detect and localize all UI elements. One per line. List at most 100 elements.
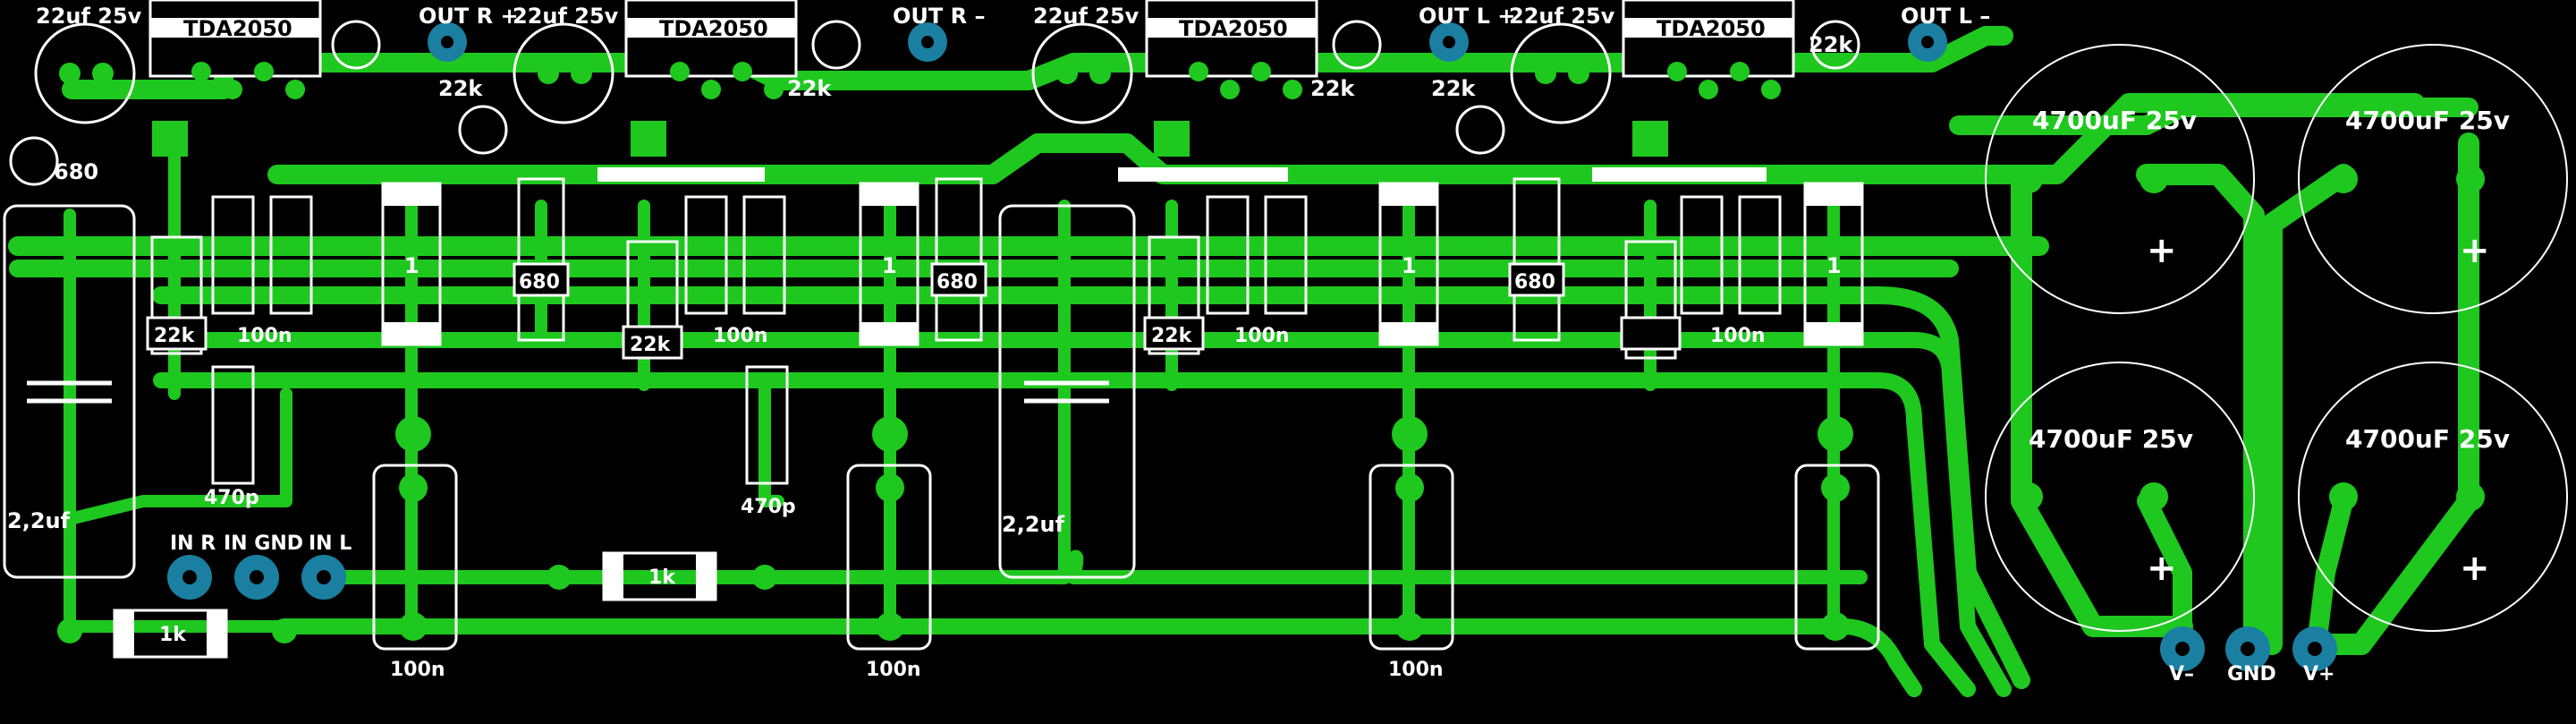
terminal-in-l: IN L bbox=[301, 532, 352, 600]
power-trace bbox=[1949, 98, 2479, 135]
resistor-label: 1k bbox=[648, 566, 676, 589]
resistor-label: 22k bbox=[1310, 76, 1355, 101]
ic-label: TDA2050 bbox=[183, 16, 292, 41]
pad-ring bbox=[9, 136, 59, 186]
cap-4700uf-3: 4700uF 25v + bbox=[1985, 362, 2255, 632]
power-trace bbox=[2307, 491, 2353, 654]
resistor-22k-4 bbox=[1624, 240, 1677, 360]
cap-label: 100n bbox=[866, 659, 921, 681]
cap-label: 4700uF 25v bbox=[2345, 424, 2510, 454]
polarity-plus: + bbox=[2147, 548, 2177, 589]
ic-tda2050-1: TDA2050 bbox=[148, 0, 322, 157]
resistor-label: 22k bbox=[1151, 325, 1193, 347]
cap-470p bbox=[745, 365, 789, 485]
pad-ring bbox=[331, 20, 381, 70]
terminal-out-l-plus: OUT L + bbox=[1419, 4, 1515, 62]
resistor-label: 680 bbox=[54, 159, 98, 184]
trace bbox=[64, 388, 292, 579]
resistor-1ohm-3: 1 bbox=[1378, 182, 1439, 346]
ic-tda2050-2: TDA2050 bbox=[624, 0, 798, 157]
resistor-1k-1: 1k bbox=[113, 609, 228, 659]
cap-100n-small bbox=[1264, 195, 1308, 315]
resistor-label: 22k bbox=[630, 334, 672, 356]
terminal-label: IN R bbox=[170, 532, 216, 555]
cap-470p bbox=[211, 365, 255, 485]
resistor-1ohm-2: 1 bbox=[859, 182, 919, 346]
cap-22uf-2: 22uf 25v bbox=[513, 4, 619, 124]
cap-label: 22uf 25v bbox=[36, 4, 142, 29]
cap-4700uf-1: 4700uF 25v + bbox=[1985, 44, 2255, 314]
resistor-label: 22k bbox=[787, 76, 832, 101]
terminal-label: V– bbox=[2169, 663, 2194, 686]
cap-100n-small bbox=[1738, 195, 1782, 315]
polarity-plus: + bbox=[2460, 230, 2490, 271]
cap-22uf-4: 22uf 25v bbox=[1509, 4, 1615, 124]
power-trace bbox=[2137, 491, 2192, 654]
cap-label: 2,2uf bbox=[1002, 512, 1065, 537]
resistor-22k-1: 22k bbox=[146, 235, 208, 355]
cap-4700uf-2: 4700uF 25v + bbox=[2298, 44, 2568, 314]
cap-100n-bottom bbox=[846, 464, 932, 651]
cap-label: 100n bbox=[237, 325, 292, 347]
resistor-label: 1k bbox=[159, 624, 187, 646]
cap-label: 22uf 25v bbox=[1509, 4, 1615, 29]
resistor-label: 22k bbox=[154, 325, 196, 347]
cap-100n-small bbox=[211, 195, 255, 315]
cap-label: 22uf 25v bbox=[1033, 4, 1140, 29]
cap-label: 22uf 25v bbox=[513, 4, 619, 29]
cap-100n-bottom bbox=[372, 464, 458, 651]
trace bbox=[758, 379, 784, 507]
terminal-v-plus: V+ bbox=[2292, 626, 2337, 686]
cap-label: 100n bbox=[713, 325, 768, 347]
ic-label: TDA2050 bbox=[1657, 16, 1766, 41]
resistor-label: 1 bbox=[882, 253, 897, 278]
cap-22uf-3: 22uf 25v bbox=[1031, 4, 1140, 124]
cap-4700uf-4: 4700uF 25v + bbox=[2298, 362, 2568, 632]
terminal-label: OUT L – bbox=[1901, 4, 1990, 29]
resistor-1k-2: 1k bbox=[602, 551, 717, 601]
components: 22uf 25v 22uf 25v 22uf 25v 22uf 25v TDA2… bbox=[3, 0, 2568, 686]
power-trace bbox=[2261, 164, 2354, 655]
terminal-label: OUT L + bbox=[1419, 4, 1515, 29]
terminal-gnd: GND bbox=[2225, 626, 2276, 686]
cap-100n-small bbox=[1680, 195, 1724, 315]
terminal-in-r: IN R bbox=[167, 532, 216, 600]
cap-100n-bottom bbox=[1368, 464, 1454, 651]
cap-100n-small bbox=[1206, 195, 1250, 315]
resistor-label: 22k bbox=[1431, 76, 1476, 101]
resistor-label: 1 bbox=[1402, 253, 1417, 278]
cap-label: 470p bbox=[741, 496, 796, 518]
power-trace bbox=[2136, 164, 2265, 655]
resistor-680-2: 680 bbox=[930, 177, 987, 342]
resistor-label: 22k bbox=[1809, 32, 1853, 57]
bus-trace bbox=[153, 332, 2012, 697]
cap-label: 4700uF 25v bbox=[2032, 106, 2197, 135]
terminal-label: OUT R + bbox=[419, 4, 519, 29]
power-trace bbox=[2306, 132, 2479, 655]
pad-ring bbox=[1810, 20, 1860, 70]
terminal-out-r-minus: OUT R – bbox=[893, 4, 985, 62]
cap-label: 4700uF 25v bbox=[2029, 424, 2193, 454]
polarity-plus: + bbox=[2460, 548, 2490, 589]
power-trace bbox=[2011, 168, 2193, 637]
resistor-label: 680 bbox=[936, 271, 978, 294]
terminal-label: V+ bbox=[2303, 663, 2334, 686]
resistor-1ohm-1: 1 bbox=[381, 182, 442, 346]
resistor-label: 1 bbox=[404, 253, 419, 278]
resistor-680-1: 680 bbox=[513, 177, 570, 342]
resistor-label: 680 bbox=[519, 271, 560, 294]
resistor-label: 1 bbox=[1826, 253, 1842, 278]
cap-label: 2,2uf bbox=[7, 508, 71, 533]
resistor-22k-3: 22k bbox=[1143, 235, 1205, 355]
resistor-680-3: 680 bbox=[1508, 177, 1565, 342]
cap-label: 4700uF 25v bbox=[2345, 106, 2510, 135]
ic-label: TDA2050 bbox=[659, 16, 768, 41]
pad-ring bbox=[1455, 105, 1505, 155]
ic-tda2050-4: TDA2050 bbox=[1622, 0, 1795, 157]
cap-100n-bottom bbox=[1794, 464, 1880, 651]
ic-tda2050-3: TDA2050 bbox=[1145, 0, 1318, 157]
terminal-label: IN L bbox=[309, 532, 352, 555]
terminal-label: OUT R – bbox=[893, 4, 985, 29]
resistor-label: 22k bbox=[438, 76, 483, 101]
